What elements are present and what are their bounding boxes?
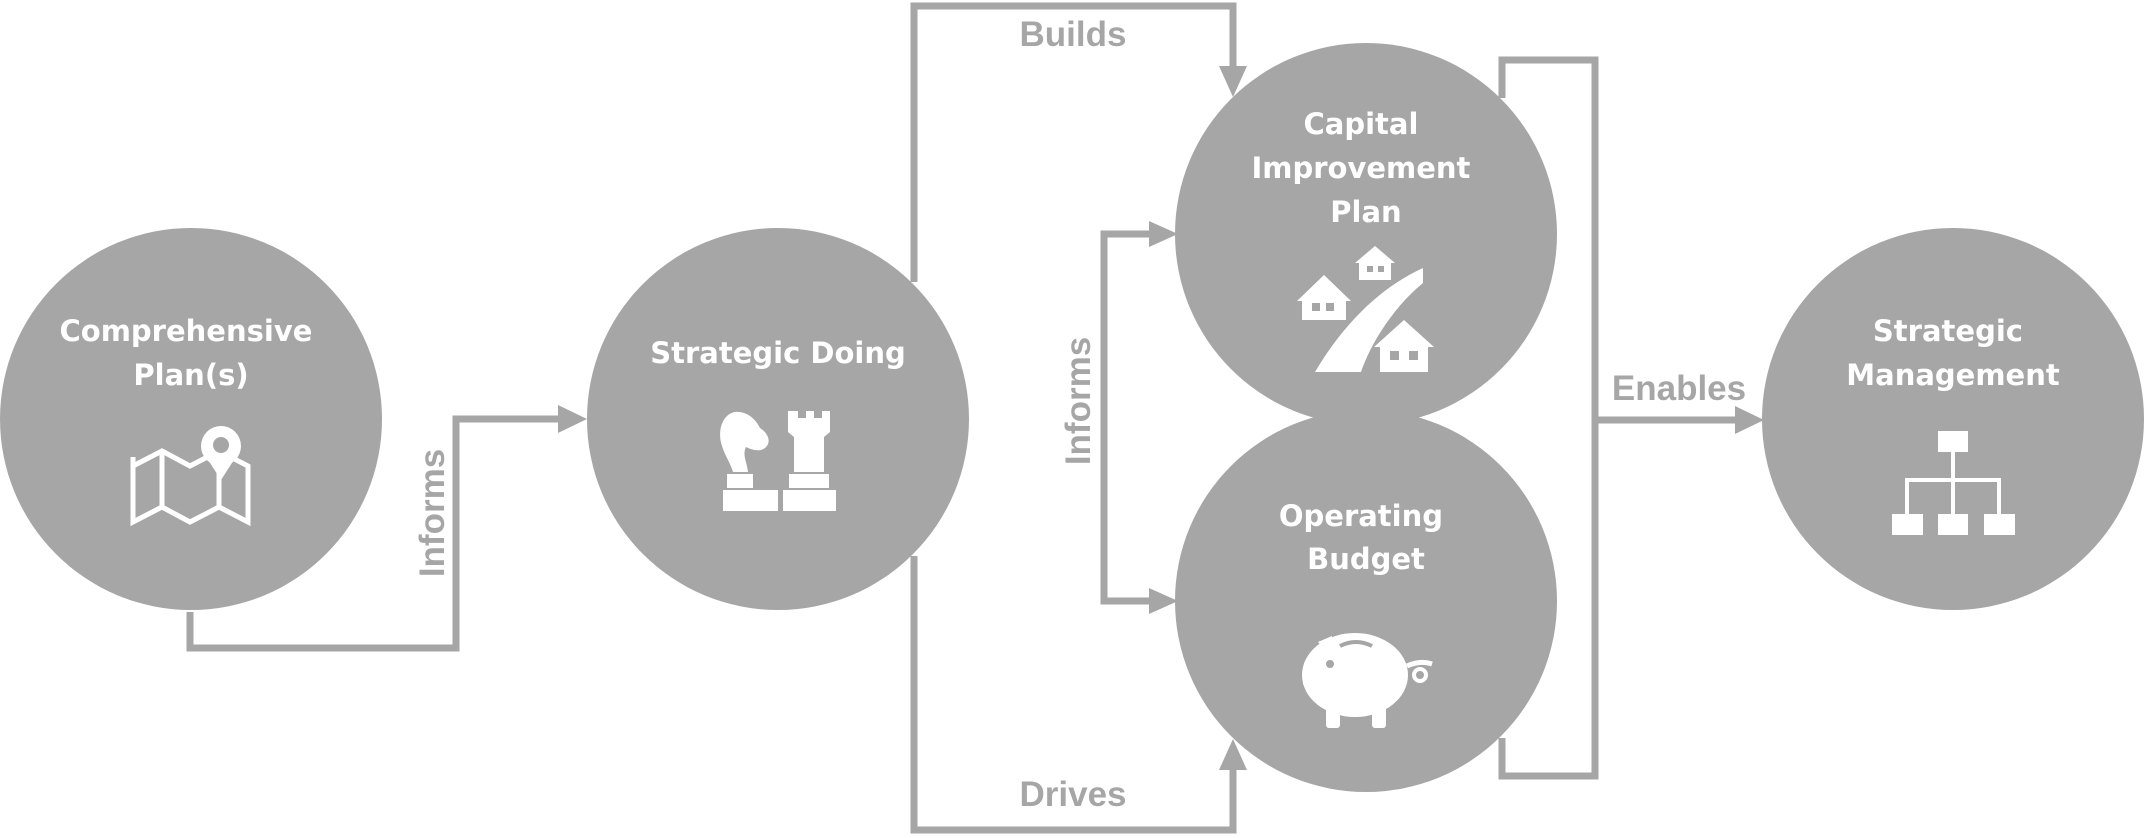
title-line: Management <box>1846 358 2060 392</box>
node-strategic-doing: Strategic Doing <box>587 228 969 610</box>
node-operating-budget: Operating Budget <box>1175 410 1557 792</box>
houses-road-icon <box>1297 246 1434 372</box>
title-line: Budget <box>1307 542 1425 576</box>
title-line: Capital <box>1303 107 1418 141</box>
connector-drives <box>910 556 1247 834</box>
edge-label-informs-2: Informs <box>1059 337 1098 465</box>
node-title: Comprehensive Plan(s) <box>60 314 323 392</box>
title-line: Plan(s) <box>133 358 248 392</box>
node-title: Strategic Management <box>1846 314 2060 392</box>
node-title: Capital Improvement Plan <box>1251 107 1480 229</box>
title-line: Strategic <box>1873 314 2023 348</box>
node-title: Operating Budget <box>1279 499 1453 576</box>
chess-pieces-icon <box>720 411 836 511</box>
map-pin-icon <box>130 426 251 527</box>
edge-label-enables: Enables <box>1612 369 1746 408</box>
node-strategic-management: Strategic Management <box>1762 228 2144 610</box>
edge-label-builds: Builds <box>1020 15 1127 54</box>
node-title: Strategic Doing <box>650 336 905 370</box>
title-line: Comprehensive <box>60 314 313 348</box>
title-line: Operating <box>1279 499 1443 533</box>
edge-label-informs-1: Informs <box>413 449 452 577</box>
node-comprehensive-plan: Comprehensive Plan(s) <box>0 228 382 610</box>
title-line: Plan <box>1330 195 1401 229</box>
edge-label-drives: Drives <box>1019 775 1126 814</box>
title-line: Strategic Doing <box>650 336 905 370</box>
connector-enables <box>1498 56 1764 780</box>
connector-informs-1 <box>186 405 587 652</box>
connector-builds <box>910 2 1247 282</box>
piggy-bank-icon <box>1302 633 1433 728</box>
connector-informs-2 <box>1100 221 1178 614</box>
node-capital-improvement-plan: Capital Improvement Plan <box>1175 43 1557 425</box>
title-line: Improvement <box>1251 151 1470 185</box>
org-chart-icon <box>1892 431 2015 535</box>
